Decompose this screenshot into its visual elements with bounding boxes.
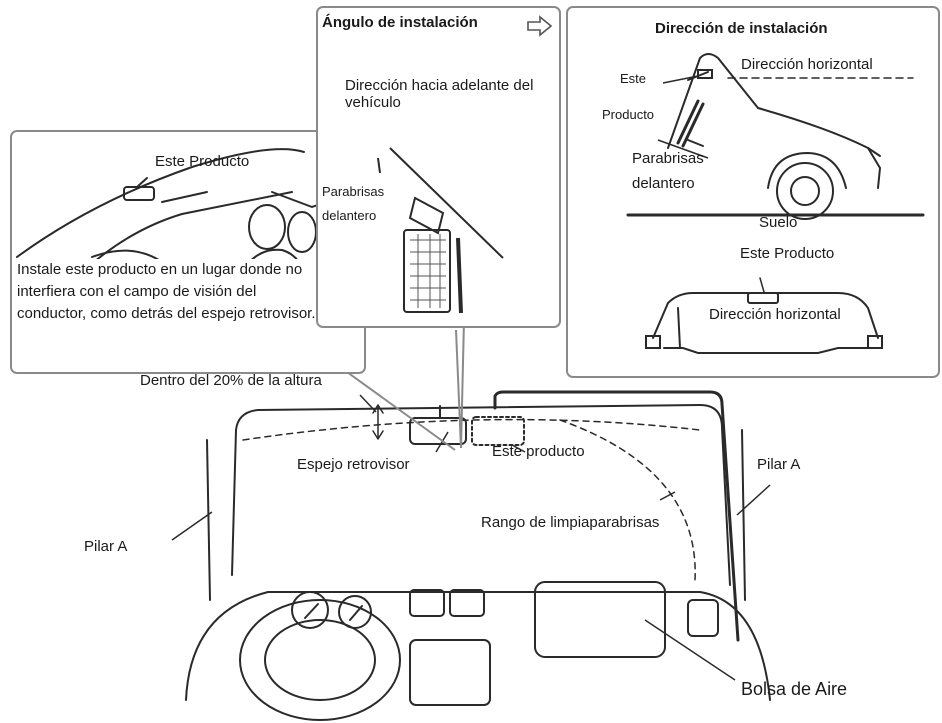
- direction-windshield-line2: delantero: [632, 175, 695, 192]
- product-front-mark: [747, 292, 779, 304]
- mirror-right-box: [867, 335, 883, 349]
- angle-windshield-line1: Parabrisas: [322, 184, 385, 199]
- dashboard-outline: [185, 591, 771, 701]
- angle-title: Ángulo de instalación: [322, 14, 478, 31]
- pillar-right-label: Pilar A: [757, 456, 801, 473]
- product-dotted-box: [471, 416, 525, 446]
- main-leader-lines: [171, 394, 771, 681]
- direction-product-line2: Producto: [602, 107, 655, 122]
- rearview-mirror-shape: [409, 417, 467, 445]
- right-vent: [687, 599, 719, 637]
- forward-direction-label: Dirección hacia adelante del vehículo: [345, 77, 534, 111]
- car-wheel: [776, 162, 834, 220]
- product-side-mark: [697, 69, 713, 79]
- this-product-label: Este producto: [492, 443, 585, 460]
- airbag-panel: [534, 581, 666, 658]
- car-side-and-top-sketch: [626, 53, 925, 354]
- leader-windshield: [657, 139, 709, 159]
- horizontal-direction-label-2: Dirección horizontal: [709, 306, 841, 324]
- mirror-sketch: [123, 186, 155, 201]
- callout-pointer-angle: [455, 319, 465, 449]
- direction-product-label-2: Este Producto: [740, 245, 835, 262]
- gauge-left: [291, 591, 329, 629]
- panel-placement: Este Producto Instale este producto en u…: [10, 130, 366, 374]
- center-console: [409, 639, 491, 706]
- height-20pct-line: [242, 418, 701, 441]
- vent-2: [449, 589, 485, 617]
- camera-body: [403, 229, 451, 313]
- panel-install-direction: Dirección de instalación: [566, 6, 940, 378]
- product-label-left: Este Producto: [155, 153, 250, 170]
- steering-wheel: [239, 599, 401, 721]
- ground-label: Suelo: [759, 214, 798, 231]
- rearview-mirror-label: Espejo retrovisor: [297, 456, 410, 473]
- direction-windshield-line1: Parabrisas: [632, 150, 704, 167]
- angle-sketch: [377, 147, 504, 314]
- power-cable: [493, 390, 740, 642]
- panel-install-angle: Ángulo de instalación Dirección hacia ad…: [316, 6, 561, 328]
- car-side-body: [667, 53, 882, 189]
- callout-pointer-left: [346, 371, 456, 451]
- height-note-label: Dentro del 20% de la altura: [140, 372, 322, 389]
- gauge-right: [338, 595, 372, 629]
- windshield-side: [676, 99, 705, 148]
- mount-bracket: [408, 196, 445, 235]
- wiper-range-arc: [559, 419, 696, 581]
- angle-windshield-line: [389, 147, 504, 259]
- mirror-left-box: [645, 335, 661, 349]
- wiper-range-label: Rango de limpiaparabrisas: [481, 514, 660, 531]
- pillar-right-line: [741, 429, 746, 601]
- windshield-outline: [231, 404, 731, 586]
- pillar-left-line: [206, 439, 211, 601]
- airbag-label: Bolsa de Aire: [741, 679, 848, 699]
- arrow-right-icon: [527, 15, 553, 37]
- angle-windshield-line2: delantero: [322, 208, 377, 223]
- leader-product: [662, 75, 699, 84]
- placement-instruction: Instale este producto en un lugar donde …: [14, 259, 323, 325]
- vent-1: [409, 589, 445, 617]
- direction-product-line1: Este: [620, 71, 647, 86]
- horizontal-direction-label: Dirección horizontal: [741, 56, 873, 73]
- pillar-left-label: Pilar A: [84, 538, 128, 555]
- driver-head-sketch: [248, 204, 286, 250]
- direction-title: Dirección de instalación: [655, 20, 828, 37]
